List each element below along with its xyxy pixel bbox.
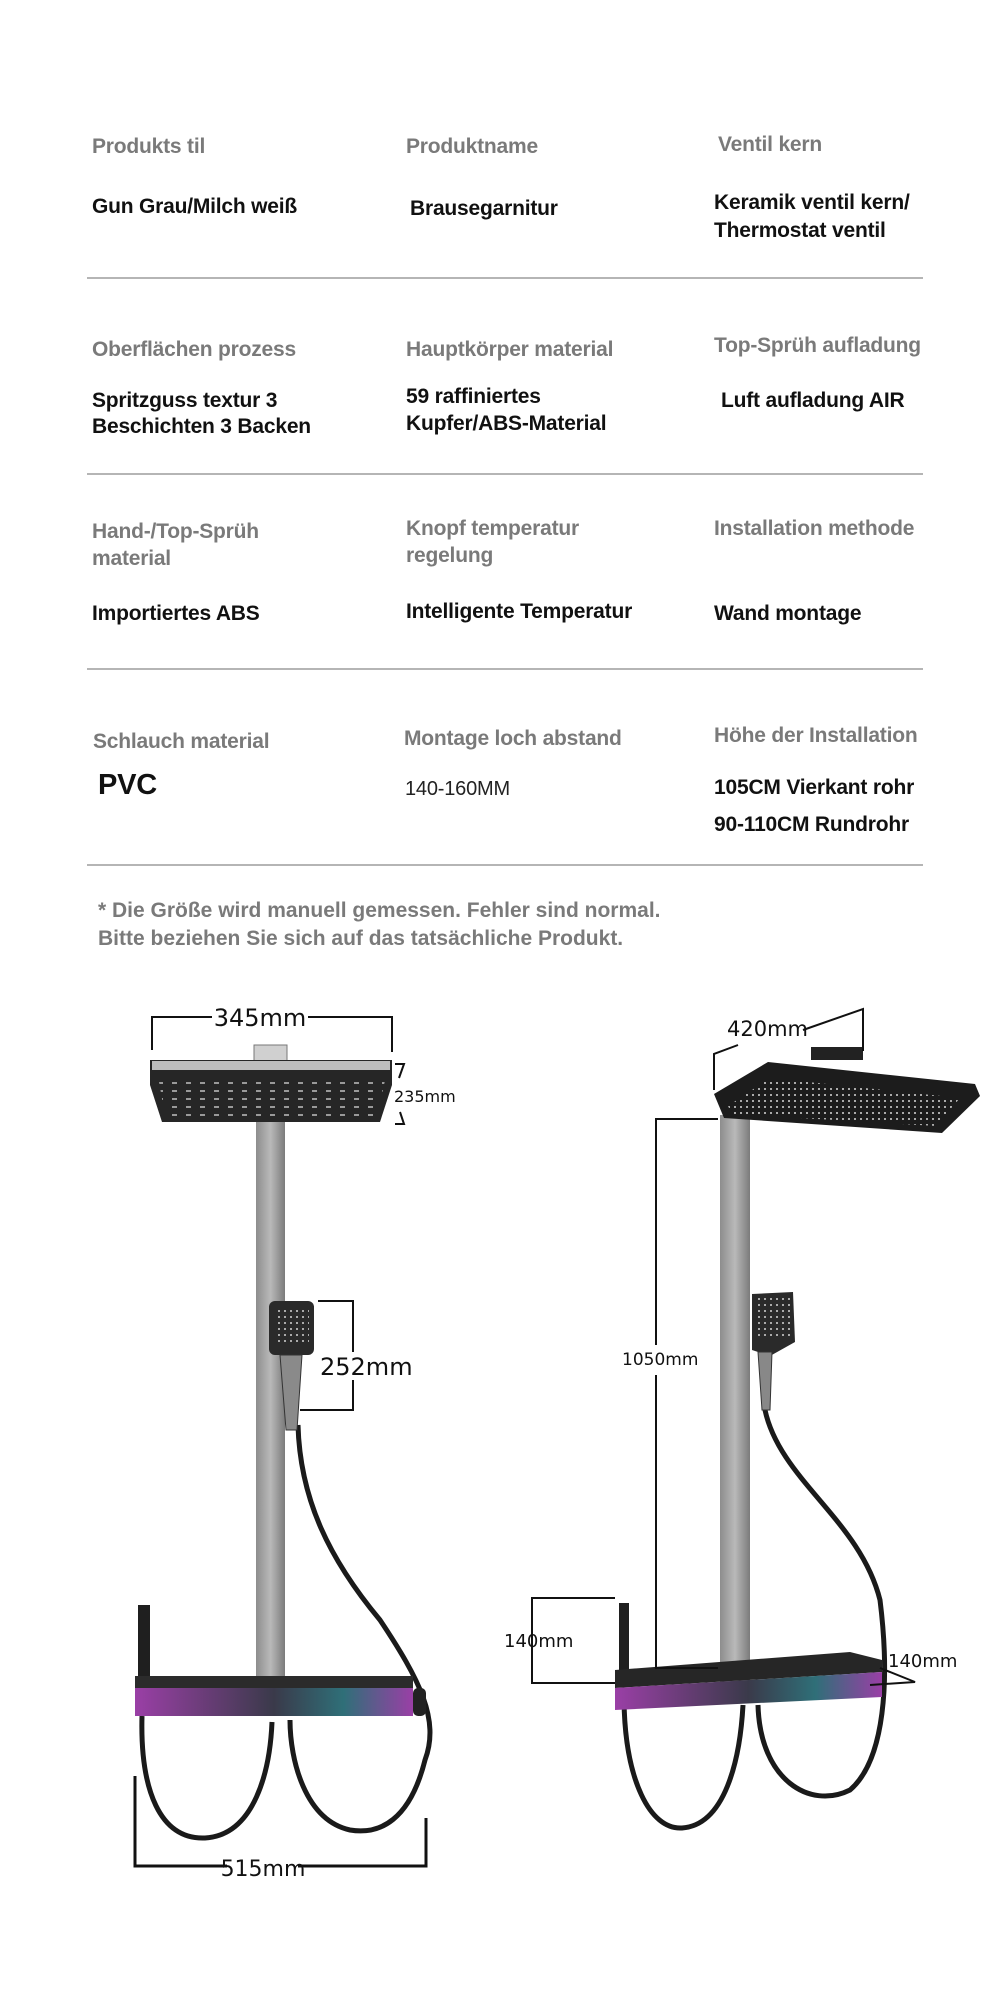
- divider: [87, 473, 923, 475]
- spec-value-valve-core-1: Keramik ventil kern/: [714, 191, 910, 214]
- spec-value-surface-2: Beschichten 3 Backen: [92, 415, 311, 438]
- spec-label-hose: Schlauch material: [93, 730, 270, 753]
- led-console: [135, 1688, 413, 1716]
- spec-value-hole-distance: 140-160MM: [405, 778, 510, 800]
- spec-value-valve-core-2: Thermostat ventil: [714, 219, 886, 242]
- shower-pole: [256, 1118, 285, 1684]
- spec-value-surface-1: Spritzguss textur 3: [92, 389, 278, 412]
- hose-right: [755, 1409, 888, 1799]
- head-bracket: [811, 1047, 863, 1060]
- divider: [87, 277, 923, 279]
- spec-label-temperature-1: Knopf temperatur: [406, 517, 579, 540]
- spec-label-spray-material-2: material: [92, 547, 171, 570]
- divider: [87, 864, 923, 866]
- spec-label-valve-core: Ventil kern: [718, 133, 823, 156]
- shower-pole: [720, 1115, 750, 1685]
- head-bracket: [253, 1044, 288, 1062]
- hose-left: [621, 1699, 746, 1831]
- spec-label-spray-material-1: Hand-/Top-Sprüh: [92, 520, 259, 543]
- spec-value-color: Gun Grau/Milch weiß: [92, 195, 298, 218]
- dim-height: 1050mm: [622, 1350, 698, 1370]
- front-view-drawing: 345mm 235mm 252mm 515mm: [133, 1004, 456, 1882]
- measurement-note: * Die Größe wird manuell gemessen. Fehle…: [98, 897, 661, 953]
- tub-spout: [138, 1605, 150, 1685]
- spec-value-top-spray: Luft aufladung AIR: [721, 389, 905, 412]
- dim-hand-shower: 252mm: [320, 1353, 413, 1381]
- hose-right: [287, 1424, 433, 1834]
- spec-value-product-name: Brausegarnitur: [410, 197, 558, 220]
- spec-value-hose: PVC: [98, 769, 158, 801]
- spec-value-body-material-2: Kupfer/ABS-Material: [406, 412, 607, 435]
- dim-shelf-depth: 140mm: [888, 1651, 957, 1672]
- spec-value-installation: Wand montage: [714, 602, 862, 625]
- dim-spout-height: 140mm: [504, 1631, 573, 1652]
- console-top: [135, 1676, 413, 1688]
- temperature-knob: [413, 1688, 426, 1716]
- spec-value-body-material-1: 59 raffiniertes: [406, 385, 541, 408]
- spec-value-temperature: Intelligente Temperatur: [406, 600, 633, 623]
- dim-lines-side: [531, 1007, 916, 1686]
- spec-label-surface: Oberflächen prozess: [92, 338, 296, 361]
- side-view-drawing: 420mm 1050mm 140mm 140mm: [504, 1007, 980, 1831]
- spec-label-installation: Installation methode: [714, 517, 915, 540]
- spec-label-height: Höhe der Installation: [714, 724, 918, 747]
- spec-label-hole-distance: Montage loch abstand: [404, 727, 622, 750]
- dim-head-width: 345mm: [214, 1004, 307, 1032]
- divider: [87, 668, 923, 670]
- dim-head-depth: 235mm: [394, 1087, 456, 1106]
- spec-value-spray-material: Importiertes ABS: [92, 602, 260, 625]
- spec-value-height-2: 90-110CM Rundrohr: [714, 813, 909, 836]
- led-console: [615, 1672, 882, 1710]
- spec-label-temperature-2: regelung: [406, 544, 494, 567]
- spec-label-top-spray: Top-Sprüh aufladung: [714, 334, 921, 357]
- note-line-2: Bitte beziehen Sie sich auf das tatsächl…: [98, 927, 624, 950]
- console-top: [615, 1652, 882, 1688]
- hose-left: [139, 1715, 275, 1841]
- spec-label-body-material: Hauptkörper material: [406, 338, 614, 361]
- dim-head-width: 420mm: [727, 1017, 808, 1041]
- dim-lines-front: [133, 1016, 428, 1868]
- spec-label-color: Produkts til: [92, 135, 206, 158]
- spec-value-height-1: 105CM Vierkant rohr: [714, 776, 915, 799]
- tub-spout: [619, 1603, 629, 1687]
- spec-label-product-name: Produktname: [406, 135, 538, 158]
- dim-total-width: 515mm: [221, 1857, 306, 1882]
- note-line-1: * Die Größe wird manuell gemessen. Fehle…: [98, 899, 661, 922]
